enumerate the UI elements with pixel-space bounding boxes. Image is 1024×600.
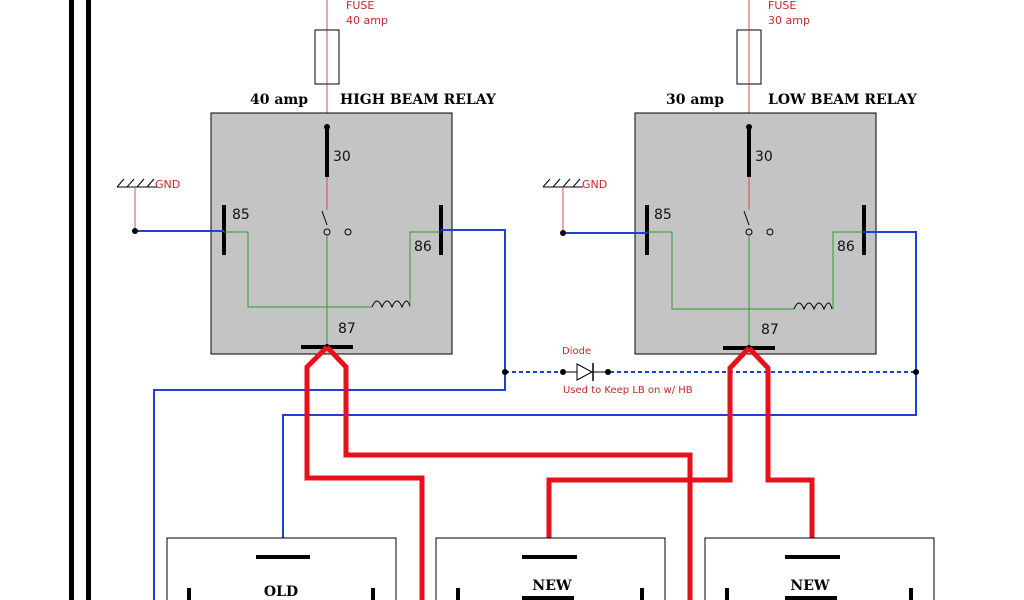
pin-85-label: 85	[232, 207, 250, 223]
fuse-label: FUSE	[346, 0, 374, 12]
ground-label: GND	[582, 178, 607, 191]
coil-icon	[371, 300, 411, 309]
relay-title: LOW BEAM RELAY	[768, 92, 918, 108]
lamp-new-right: NEW	[704, 537, 935, 600]
pin-86-label: 86	[414, 239, 432, 255]
switch-contact	[321, 210, 328, 226]
power-wires	[304, 345, 815, 600]
ground-low-beam: GND	[542, 178, 647, 236]
pin-30-label: 30	[333, 149, 351, 165]
low-beam-relay: FUSE 30 amp 30 amp LOW BEAM RELAY 30 85 …	[634, 0, 918, 355]
pin-87-label: 87	[338, 321, 356, 337]
lamp-label: OLD	[264, 584, 298, 600]
ground-label: GND	[155, 178, 180, 191]
coil-wire	[647, 231, 794, 310]
relay-amp: 40 amp	[250, 92, 308, 108]
pin-85-label: 85	[654, 207, 672, 223]
ground-high-beam: GND	[116, 178, 224, 234]
relay-body	[634, 112, 877, 355]
pin-30-label: 30	[755, 149, 773, 165]
coil-icon	[793, 302, 833, 311]
coil-wire	[224, 231, 372, 308]
relay-body	[210, 112, 453, 355]
relay-title: HIGH BEAM RELAY	[340, 92, 497, 108]
diode-note: Used to Keep LB on w/ HB	[563, 385, 693, 396]
diode: Diode Used to Keep LB on w/ HB	[560, 346, 693, 396]
diode-icon	[576, 363, 594, 381]
lamp-new-left: NEW	[435, 537, 666, 600]
relay-amp: 30 amp	[666, 92, 724, 108]
lamp-label: NEW	[532, 578, 571, 594]
lamp-old: OLD	[166, 537, 397, 600]
fuse-label: FUSE	[768, 0, 796, 12]
switch-contact	[743, 210, 750, 226]
lamp-label: NEW	[790, 578, 829, 594]
fuse-rating: 40 amp	[346, 14, 388, 27]
high-beam-relay: FUSE 40 amp 40 amp HIGH BEAM RELAY 30 85…	[210, 0, 497, 355]
pin-87-label: 87	[761, 322, 779, 338]
diode-label: Diode	[562, 346, 591, 357]
frame-rails	[69, 0, 91, 600]
pin-86-label: 86	[837, 239, 855, 255]
signal-wires	[153, 229, 917, 600]
fuse-rating: 30 amp	[768, 14, 810, 27]
